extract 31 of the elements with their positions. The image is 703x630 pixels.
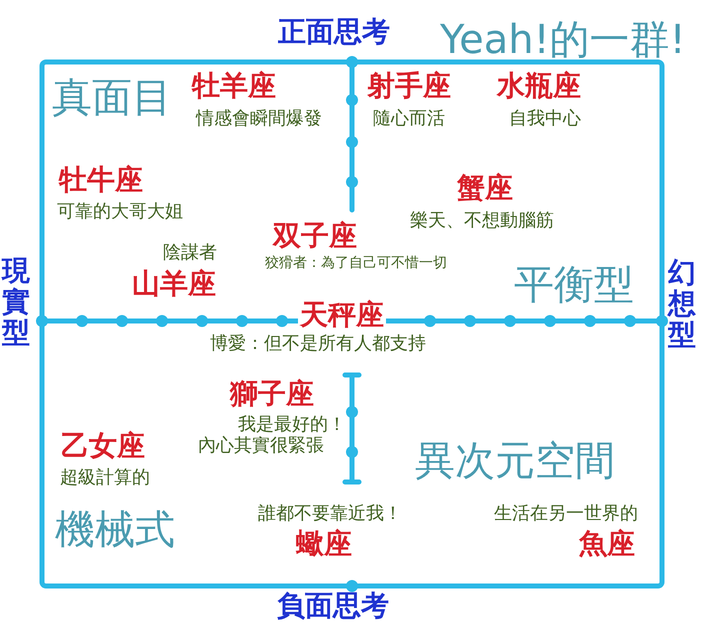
- axis-label: 正面思考: [278, 18, 390, 46]
- quadrant-title: 真面目: [52, 78, 172, 118]
- trait-text: 陰謀者: [163, 244, 217, 262]
- trait-text: 博愛：但不是所有人都支持: [210, 335, 426, 353]
- sign-name: 牡牛座: [57, 166, 145, 194]
- sign-name: 水瓶座: [495, 72, 583, 100]
- sign-name: 双子座: [271, 222, 359, 250]
- quadrant-title: 平衡型: [514, 265, 634, 305]
- trait-text: 情感會瞬間爆發: [196, 110, 322, 128]
- sign-name: 蟹座: [455, 174, 515, 202]
- trait-text: 樂天、不想動腦筋: [410, 212, 554, 230]
- quadrant-title: Yeah!的一群!: [440, 20, 686, 60]
- axis-label: 現實型: [2, 256, 31, 348]
- trait-text: 自我中心: [509, 110, 581, 128]
- trait-text: 狡猾者：為了自己可不惜一切: [265, 256, 447, 270]
- sign-name: 獅子座: [228, 380, 316, 408]
- quadrant-title: 異次元空間: [415, 441, 615, 481]
- quadrant-title: 機械式: [55, 510, 175, 550]
- sign-name: 射手座: [365, 72, 453, 100]
- trait-text: 超級計算的: [60, 469, 150, 487]
- trait-text: 生活在另一世界的: [494, 505, 638, 523]
- trait-text: 內心其實很緊張: [198, 437, 324, 455]
- sign-name: 天秤座: [298, 301, 386, 329]
- trait-text: 可靠的大哥大姐: [57, 203, 183, 221]
- axis-label: 幻想型: [668, 258, 697, 350]
- sign-name: 牡羊座: [190, 72, 278, 100]
- trait-text: 隨心而活: [373, 110, 445, 128]
- axis-label: 負面思考: [277, 592, 389, 620]
- sign-name: 乙女座: [59, 432, 147, 460]
- sign-name: 蠍座: [294, 530, 354, 558]
- sign-name: 魚座: [577, 530, 637, 558]
